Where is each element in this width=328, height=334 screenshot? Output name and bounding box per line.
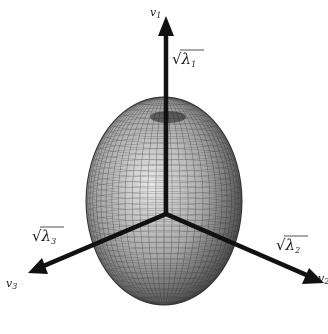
axis-v2-arrowhead <box>302 268 324 284</box>
mesh-longitude-line <box>92 97 236 305</box>
eigenvalue-2-label: √λ2 <box>276 236 300 255</box>
mesh-longitude-line <box>96 97 232 305</box>
mesh-longitude-line <box>100 97 228 305</box>
axis-arrowheads <box>28 16 324 284</box>
mesh-longitude-line <box>155 97 173 305</box>
mesh-longitude-line <box>132 97 196 305</box>
axis-v3-arrow <box>33 211 167 273</box>
axis-v2-arrow <box>165 211 319 283</box>
mesh-longitude-line <box>124 97 204 305</box>
mesh-longitude-line <box>139 97 189 305</box>
mesh-longitude-line <box>117 97 211 305</box>
mesh-longitude-line <box>89 97 239 305</box>
mesh-longitude-line <box>105 97 223 305</box>
mesh-longitude-line <box>111 97 217 305</box>
axis-v1-arrowhead <box>158 16 174 36</box>
eigenvalue-1-label: √λ1 <box>172 50 196 69</box>
mesh-longitude-line <box>147 97 181 305</box>
axis-v3-arrowhead <box>28 258 48 274</box>
axis-v1-label: v1 <box>150 6 161 20</box>
principal-axes <box>33 24 319 283</box>
eigenvalue-3-label: √λ3 <box>32 227 56 246</box>
mesh-longitude-line <box>87 97 241 305</box>
axis-v3-label: v3 <box>6 277 17 291</box>
axis-v2-label: v2 <box>318 272 328 286</box>
